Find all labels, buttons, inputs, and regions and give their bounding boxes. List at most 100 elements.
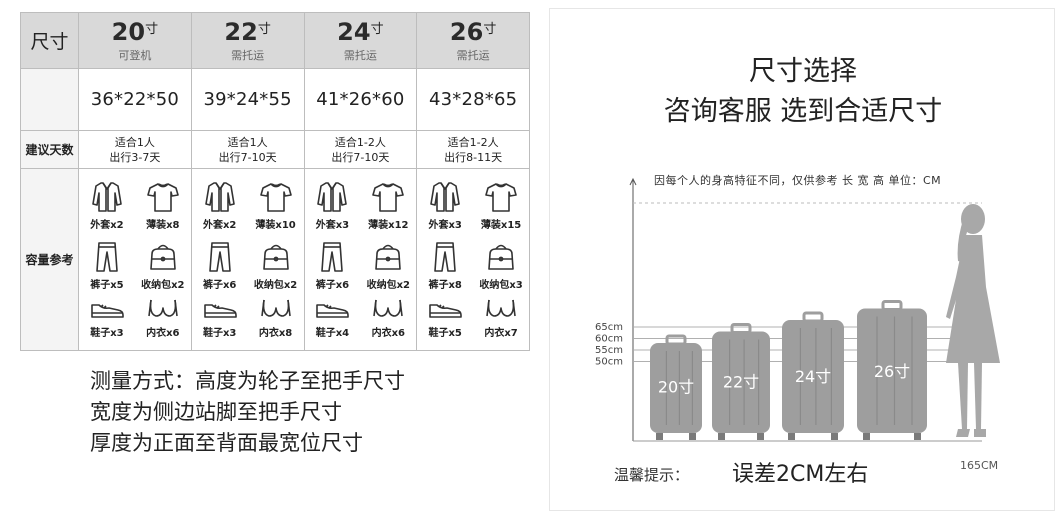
capacity-item-label: 鞋子x5 [428, 328, 462, 339]
size-col-24: 24寸需托运 [303, 12, 418, 69]
trousers-icon [428, 240, 462, 274]
size-note: 可登机 [118, 49, 152, 62]
days-cell: 适合1人出行3-7天 [78, 130, 192, 169]
tshirt-icon [259, 180, 293, 214]
capacity-item-label: 薄装x15 [480, 220, 522, 231]
jacket-icon [428, 180, 462, 214]
capacity-item: 收纳包x2 [248, 231, 304, 291]
measurement-instructions: 测量方式：高度为轮子至把手尺寸 宽度为侧边站脚至把手尺寸 厚度为正面至背面最宽位… [90, 366, 530, 459]
capacity-item: 外套x3 [305, 173, 361, 231]
suitcase: 20寸 [650, 334, 702, 440]
capacity-item-label: 裤子x8 [428, 280, 462, 291]
tshirt-icon [371, 180, 405, 214]
capacity-item: 裤子x8 [417, 231, 473, 291]
person-height-label: 165CM [960, 459, 999, 472]
capacity-item-label: 外套x2 [202, 220, 237, 231]
jacket-icon [315, 180, 349, 214]
level-label: 60cm [595, 334, 623, 345]
capacity-item-label: 裤子x6 [202, 280, 237, 291]
pouch-icon [484, 240, 518, 274]
capacity-item-label: 外套x3 [428, 220, 462, 231]
capacity-item: 薄装x8 [135, 173, 191, 231]
capacity-item: 收纳包x3 [473, 231, 529, 291]
tshirt-icon [484, 180, 518, 214]
tshirt-icon [146, 180, 180, 214]
capacity-row-label: 容量参考 [20, 168, 79, 351]
reference-subtitle: 咨询客服 选到合适尺寸 [663, 96, 943, 127]
capacity-item: 薄装x12 [360, 173, 416, 231]
trousers-icon [203, 240, 237, 274]
bra-icon [371, 296, 405, 322]
capacity-item-label: 薄装x8 [146, 220, 180, 231]
days-row: 建议天数 适合1人出行3-7天 适合1人出行7-10天 适合1-2人出行7-10… [20, 130, 530, 169]
shoe-icon [427, 296, 463, 322]
shoe-icon [314, 296, 350, 322]
capacity-item: 收纳包x2 [135, 231, 191, 291]
capacity-item-label: 外套x3 [315, 220, 350, 231]
shoe-icon [89, 296, 125, 322]
suitcase: 26寸 [857, 300, 927, 440]
pouch-icon [259, 240, 293, 274]
capacity-item: 鞋子x3 [192, 291, 248, 339]
capacity-item-label: 内衣x7 [484, 328, 518, 339]
measurement-line: 厚度为正面至背面最宽位尺寸 [90, 431, 363, 455]
size-header-row: 尺寸 20寸可登机 22寸需托运 24寸需托运 26寸需托运 [20, 12, 530, 69]
days-row-label: 建议天数 [20, 130, 79, 169]
capacity-item-label: 外套x2 [90, 220, 124, 231]
capacity-item: 裤子x5 [79, 231, 135, 291]
level-label: 55cm [595, 345, 623, 356]
capacity-item-label: 收纳包x2 [366, 280, 411, 291]
capacity-item-label: 薄装x10 [255, 220, 296, 231]
bra-icon [484, 296, 518, 322]
suitcase: 22寸 [712, 323, 770, 440]
size-col-22: 22寸需托运 [190, 12, 305, 69]
suitcase-label: 24寸 [795, 367, 831, 386]
days-cell: 适合1-2人出行8-11天 [416, 130, 530, 169]
size-note: 需托运 [231, 49, 265, 62]
capacity-item-label: 裤子x6 [315, 280, 350, 291]
suitcase-label: 26寸 [874, 362, 910, 381]
pouch-icon [371, 240, 405, 274]
capacity-item: 外套x2 [192, 173, 248, 231]
dimensions-row-head [20, 68, 79, 131]
reference-title: 尺寸选择 [749, 56, 857, 87]
days-cell: 适合1-2人出行7-10天 [303, 130, 418, 169]
capacity-item: 收纳包x2 [360, 231, 416, 291]
measurement-line: 测量方式：高度为轮子至把手尺寸 [90, 369, 405, 393]
capacity-item-label: 鞋子x3 [90, 328, 124, 339]
reference-note: 因每个人的身高特征不同，仅供参考 长 宽 高 单位：CM [654, 174, 942, 187]
size-table: 尺寸 20寸可登机 22寸需托运 24寸需托运 26寸需托运 36*22*50 … [20, 12, 530, 351]
jacket-icon [203, 180, 237, 214]
capacity-item: 外套x3 [417, 173, 473, 231]
suitcase: 24寸 [782, 311, 844, 440]
person-silhouette-icon [946, 204, 1000, 437]
suitcase-label: 22寸 [723, 372, 759, 391]
capacity-item: 裤子x6 [305, 231, 361, 291]
trousers-icon [315, 240, 349, 274]
dimensions-cell: 41*26*60 [303, 68, 418, 131]
dimensions-row: 36*22*50 39*24*55 41*26*60 43*28*65 [20, 68, 530, 131]
dimensions-cell: 43*28*65 [416, 68, 530, 131]
trousers-icon [90, 240, 124, 274]
capacity-item-label: 内衣x8 [258, 328, 293, 339]
bra-icon [259, 296, 293, 322]
capacity-grid: 外套x3 薄装x15 裤子x8 收纳包x3 鞋子x5 内衣x7 [417, 169, 529, 350]
capacity-item-label: 收纳包x2 [141, 280, 185, 291]
level-label: 65cm [595, 322, 623, 333]
capacity-item: 薄装x15 [473, 173, 529, 231]
size-note: 需托运 [343, 49, 377, 62]
bra-icon [146, 296, 180, 322]
capacity-item: 内衣x8 [248, 291, 304, 339]
capacity-item-label: 内衣x6 [371, 328, 406, 339]
level-label: 50cm [595, 357, 623, 368]
capacity-item: 鞋子x3 [79, 291, 135, 339]
capacity-item-label: 裤子x5 [90, 280, 124, 291]
size-col-20: 20寸可登机 [78, 12, 192, 69]
